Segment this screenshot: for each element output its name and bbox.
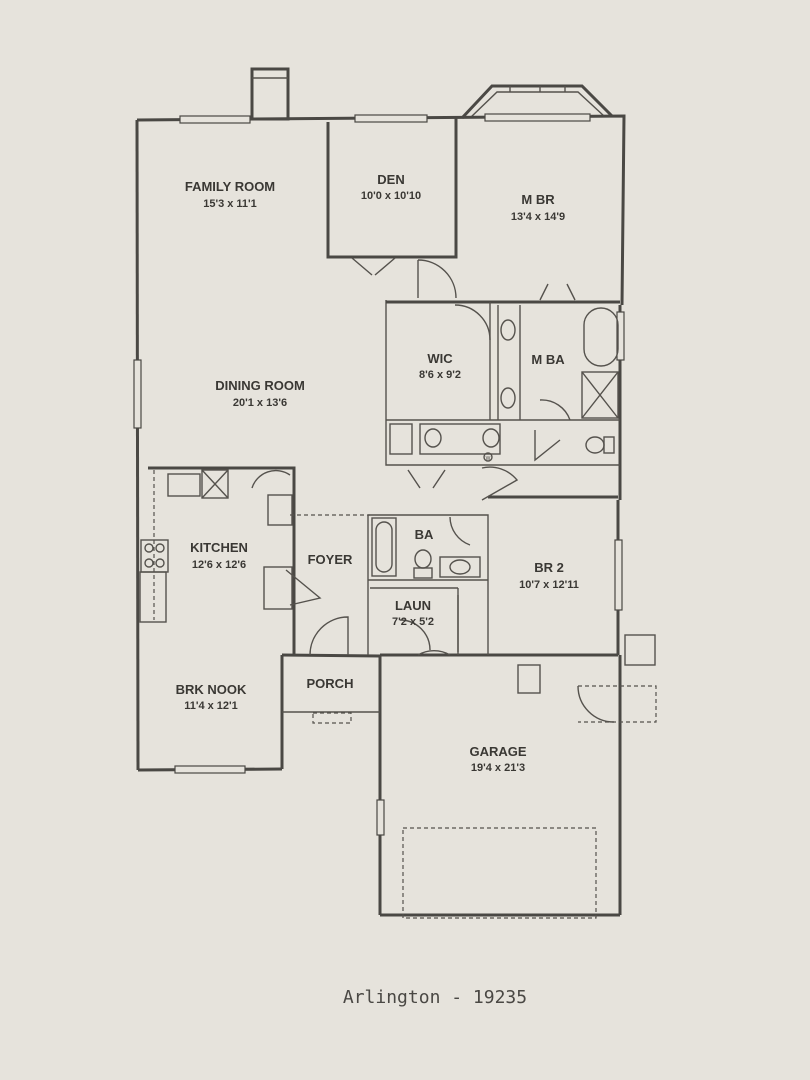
foyer-name: FOYER [308, 552, 353, 567]
dining-room-name: DINING ROOM [215, 378, 305, 393]
family-room-name: FAMILY ROOM [185, 179, 275, 194]
doors [251, 257, 576, 656]
wic-size: 8'6 x 9'2 [419, 369, 461, 381]
br2-size: 10'7 x 12'11 [519, 579, 579, 591]
bath-name: BA [415, 527, 434, 542]
garage-name: GARAGE [469, 744, 526, 759]
laundry-size: 7'2 x 5'2 [392, 616, 434, 628]
windows [133, 113, 625, 836]
kitchen-size: 12'6 x 12'6 [192, 559, 246, 571]
room-labels: FAMILY ROOM 15'3 x 11'1 DEN 10'0 x 10'10… [176, 172, 579, 774]
washer-label: W [486, 456, 491, 462]
porch-name: PORCH [307, 676, 354, 691]
brk-nook-name: BRK NOOK [176, 682, 247, 697]
den-size: 10'0 x 10'10 [361, 190, 421, 202]
den-name: DEN [377, 172, 404, 187]
chimney [250, 67, 290, 121]
master-br-name: M BR [521, 192, 555, 207]
laundry-name: LAUN [395, 598, 431, 613]
dining-room-size: 20'1 x 13'6 [233, 397, 287, 409]
br2-name: BR 2 [534, 560, 564, 575]
interior-walls [148, 118, 620, 713]
master-br-size: 13'4 x 14'9 [511, 211, 565, 223]
exterior-walls [135, 114, 626, 917]
wic-name: WIC [427, 351, 453, 366]
master-ba-name: M BA [531, 352, 565, 367]
garage-size: 19'4 x 21'3 [471, 762, 525, 774]
fixtures: W [139, 307, 657, 919]
bay-window [460, 84, 614, 120]
brk-nook-size: 11'4 x 12'1 [184, 700, 238, 712]
family-room-size: 15'3 x 11'1 [203, 198, 257, 210]
kitchen-name: KITCHEN [190, 540, 248, 555]
plan-caption: Arlington - 19235 [343, 987, 527, 1008]
